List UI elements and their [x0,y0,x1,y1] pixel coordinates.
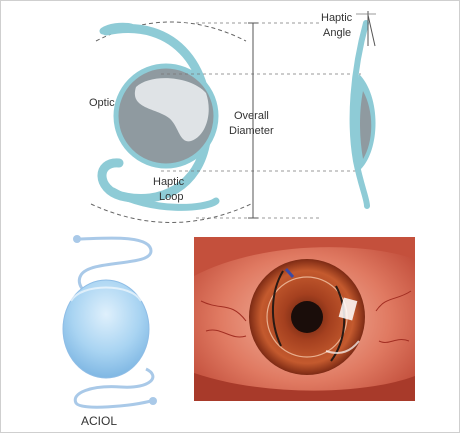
aciol-illustration: ACIOL [63,235,157,428]
pupil [291,301,323,333]
eye-photo [194,237,415,401]
label-haptic-loop-2: Loop [159,191,183,203]
label-aciol: ACIOL [81,414,117,428]
label-haptic-angle-1: Haptic [321,12,353,24]
label-optic: Optic [89,97,115,109]
pciol-front-view: Optic Haptic Loop [89,22,251,223]
label-haptic-angle-2: Angle [323,27,351,39]
pciol-side-view: Haptic Angle [321,11,376,206]
label-haptic-loop-1: Haptic [153,176,185,188]
label-diameter: Diameter [229,125,274,137]
label-overall: Overall [234,110,269,122]
